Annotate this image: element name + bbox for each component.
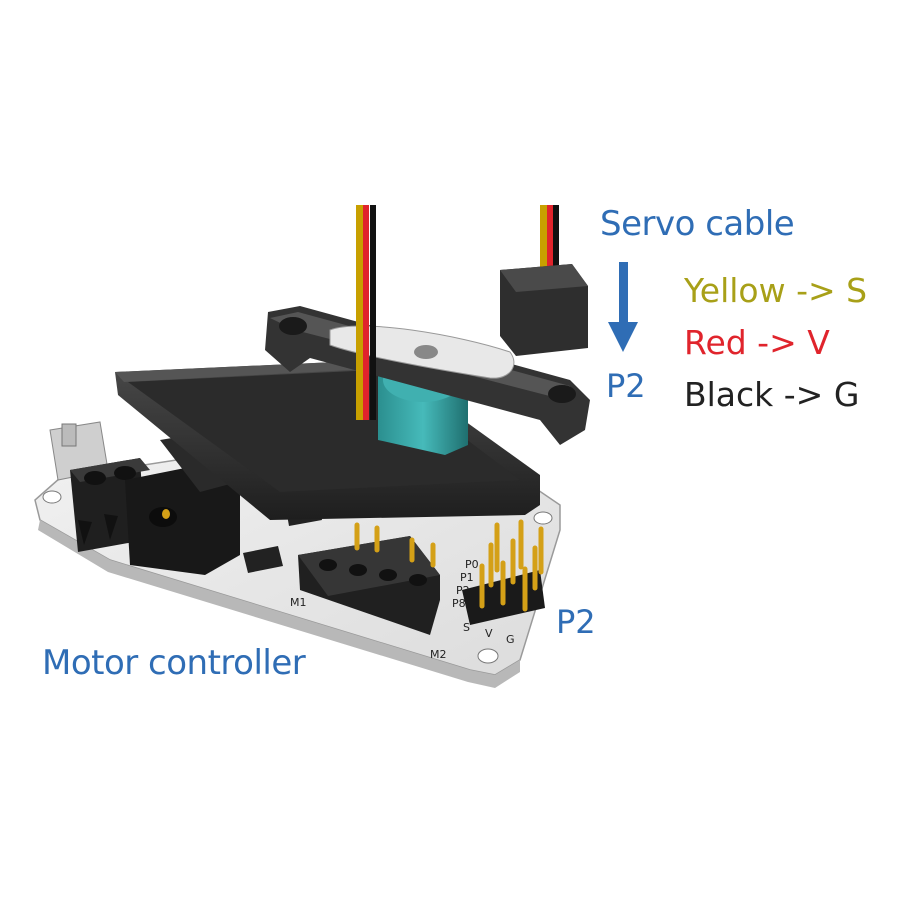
m2-label: M2	[430, 648, 447, 661]
pin-g-label: G	[506, 633, 515, 646]
legend-yellow: Yellow -> S	[684, 271, 868, 310]
motor-controller-title: Motor controller	[42, 643, 306, 683]
p2-label-upper: P2	[606, 367, 646, 405]
m1-label: M1	[290, 596, 307, 609]
servo-pin-header	[462, 519, 545, 625]
port-p8-label: P8	[452, 597, 466, 610]
motor-header	[298, 522, 440, 635]
port-p1-label: P1	[460, 571, 474, 584]
pin-s-label: S	[463, 621, 470, 634]
servo-cable-title: Servo cable	[600, 204, 795, 244]
legend-red: Red -> V	[684, 323, 830, 362]
port-p0-label: P0	[465, 558, 479, 571]
pin-v-label: V	[485, 627, 493, 640]
down-arrow-icon	[608, 262, 638, 352]
servo-cable	[356, 205, 588, 420]
p2-label-lower: P2	[556, 603, 596, 641]
legend-black: Black -> G	[684, 375, 860, 414]
power-switch	[49, 421, 109, 481]
